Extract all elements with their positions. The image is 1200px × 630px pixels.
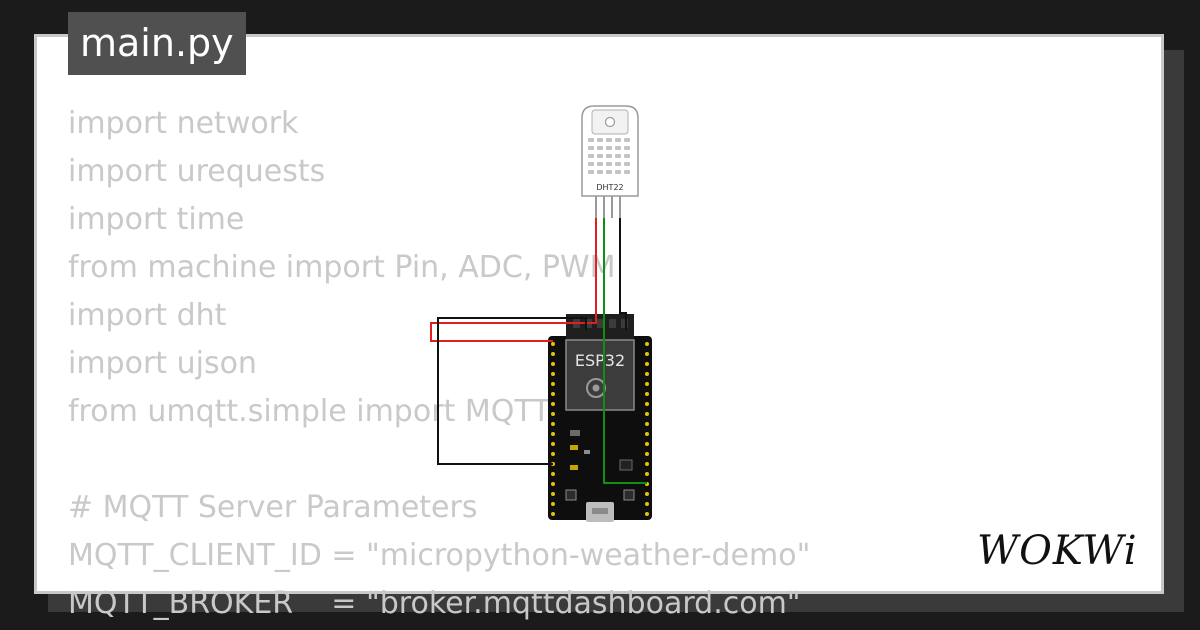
code-line <box>68 436 810 484</box>
code-editor: import network import urequests import t… <box>68 100 810 628</box>
code-line: import dht <box>68 298 227 333</box>
code-line: import urequests <box>68 154 326 189</box>
file-tab[interactable]: main.py <box>68 12 246 75</box>
code-line: import time <box>68 202 245 237</box>
code-line: import ujson <box>68 346 257 381</box>
code-line: from machine import Pin, ADC, PWM <box>68 250 616 285</box>
code-line: import network <box>68 106 299 141</box>
code-line: # MQTT Server Parameters <box>68 490 478 525</box>
code-line: MQTT_BROKER = "broker.mqttdashboard.com" <box>68 586 801 621</box>
code-line: MQTT_CLIENT_ID = "micropython-weather-de… <box>68 538 811 573</box>
wokwi-logo: WOKWi <box>977 528 1138 574</box>
code-line: from umqtt.simple import MQTTClient <box>68 394 636 429</box>
